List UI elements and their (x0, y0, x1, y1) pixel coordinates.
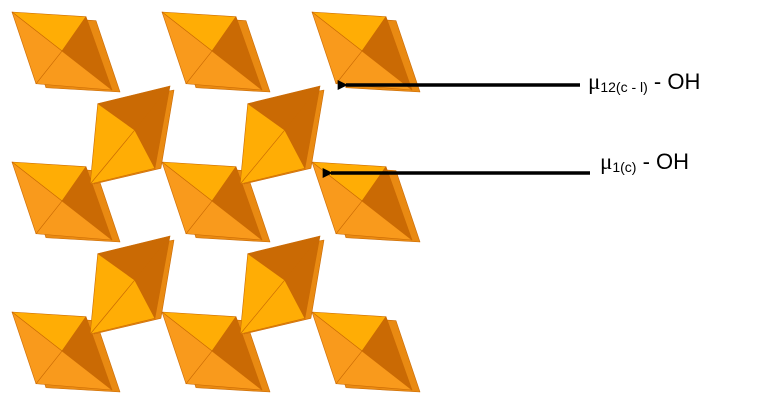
label-top-symbol: μ (588, 69, 600, 94)
label-top-subscript: 12(c - l) (600, 79, 647, 95)
octahedra-group (12, 12, 420, 392)
label-mu1-oh: μ1(c) - OH (600, 150, 689, 174)
label-middle-subscript: 1(c) (612, 159, 636, 175)
label-mu12-oh: μ12(c - l) - OH (588, 70, 700, 94)
label-middle-suffix: - OH (636, 149, 689, 174)
label-middle-symbol: μ (600, 149, 612, 174)
label-top-suffix: - OH (648, 69, 701, 94)
